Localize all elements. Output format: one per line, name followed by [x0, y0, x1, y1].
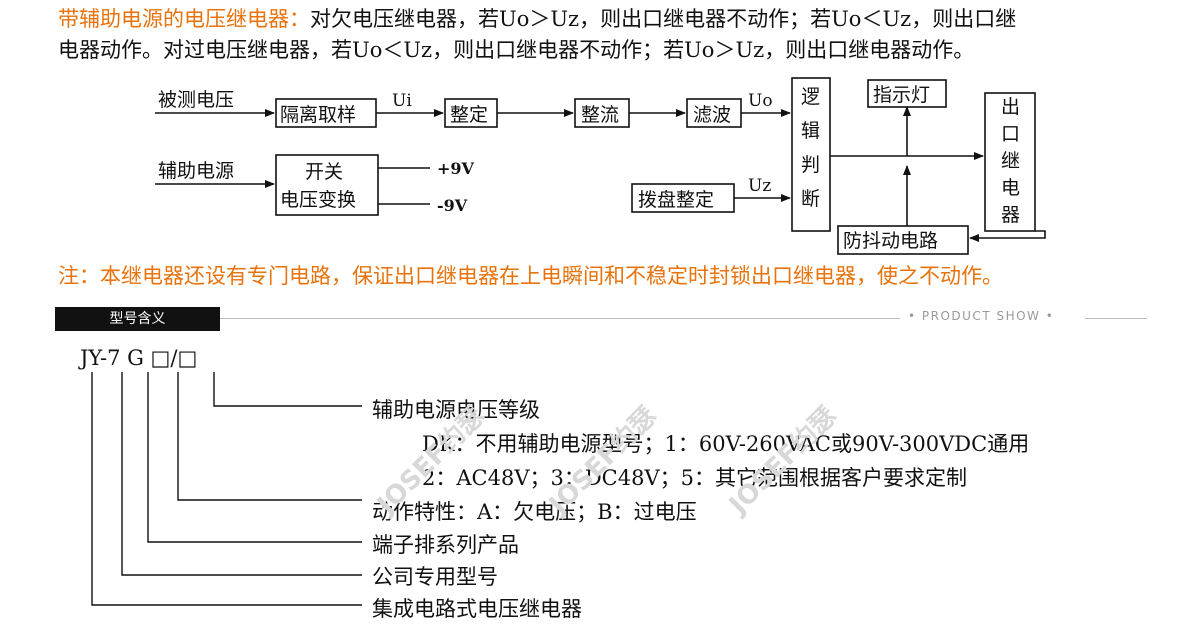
label-logic-3: 判: [801, 154, 820, 176]
leader-ic-relay: [91, 372, 362, 606]
box-logic: [791, 77, 831, 232]
label-neg9v: -9V: [437, 196, 468, 215]
model-item-aux-voltage: 辅助电源电压等级: [372, 398, 540, 422]
model-code: JY-7 G □/□: [78, 346, 197, 370]
label-output-2: 口: [1001, 123, 1020, 145]
model-item-terminal: 端子排系列产品: [372, 533, 519, 557]
label-logic-2: 辑: [801, 120, 820, 142]
wire-output-debounce: [969, 230, 1046, 242]
leader-company: [121, 372, 362, 576]
model-item-dk: DK：不用辅助电源型号；1：60V-260VAC或90V-300VDC通用: [422, 432, 1029, 456]
label-uz: Uz: [748, 176, 771, 196]
model-item-ac-dc: 2：AC48V；3：DC48V；5：其它范围根据客户要求定制: [422, 466, 967, 490]
label-logic-4: 断: [801, 188, 820, 210]
label-filter: 滤波: [693, 104, 731, 126]
box-debounce: [837, 225, 969, 255]
label-pos9v: +9V: [437, 159, 475, 178]
label-ui: Ui: [392, 91, 412, 111]
section-divider-right: [1085, 318, 1147, 319]
box-switch: [275, 154, 379, 216]
section-divider: [220, 318, 900, 319]
intro-highlight: 带辅助电源的电压继电器：: [58, 7, 310, 31]
model-item-company: 公司专用型号: [372, 565, 498, 589]
leader-action: [177, 372, 362, 501]
note-text: 注：本继电器还设有专门电路，保证出口继电器在上电瞬间和不稳定时封锁出口继电器，使…: [58, 264, 1003, 288]
box-output: [984, 92, 1036, 232]
label-debounce: 防抖动电路: [843, 230, 938, 252]
box-indicator: [867, 79, 947, 108]
label-switch-2: 电压变换: [280, 189, 356, 211]
label-output-1: 出: [1001, 96, 1020, 118]
label-output-4: 电: [1001, 177, 1020, 199]
label-measured: 被测电压: [158, 89, 234, 111]
leader-terminal: [147, 372, 362, 543]
section-right-label: • PRODUCT SHOW •: [908, 309, 1055, 323]
section-tab: 型号含义: [55, 307, 220, 331]
label-switch-1: 开关: [305, 161, 343, 183]
label-output-5: 器: [1001, 204, 1020, 226]
model-item-action: 动作特性：A：欠电压；B：过电压: [372, 500, 697, 524]
label-indicator: 指示灯: [873, 84, 930, 106]
label-rectify: 整流: [581, 104, 619, 126]
label-logic-1: 逻: [801, 86, 820, 108]
label-uo: Uo: [748, 91, 773, 111]
intro-text: 带辅助电源的电压继电器：对欠电压继电器，若Uo＞Uz，则出口继电器不动作；若Uo…: [58, 4, 1178, 66]
watermark-3: JOSEF约瑟: [722, 400, 843, 521]
leader-aux-voltage: [213, 372, 362, 407]
intro-line2: 电器动作。对过电压继电器，若Uo＜Uz，则出口继电器不动作；若Uo＞Uz，则出口…: [58, 38, 975, 62]
intro-line1: 对欠电压继电器，若Uo＞Uz，则出口继电器不动作；若Uo＜Uz，则出口继: [310, 7, 1017, 31]
label-dial: 拨盘整定: [638, 189, 714, 211]
label-shape: 整定: [450, 104, 488, 126]
label-aux: 辅助电源: [158, 160, 234, 182]
label-isolate: 隔离取样: [280, 104, 356, 126]
label-output-3: 继: [1001, 150, 1020, 172]
model-item-ic-relay: 集成电路式电压继电器: [372, 597, 582, 621]
